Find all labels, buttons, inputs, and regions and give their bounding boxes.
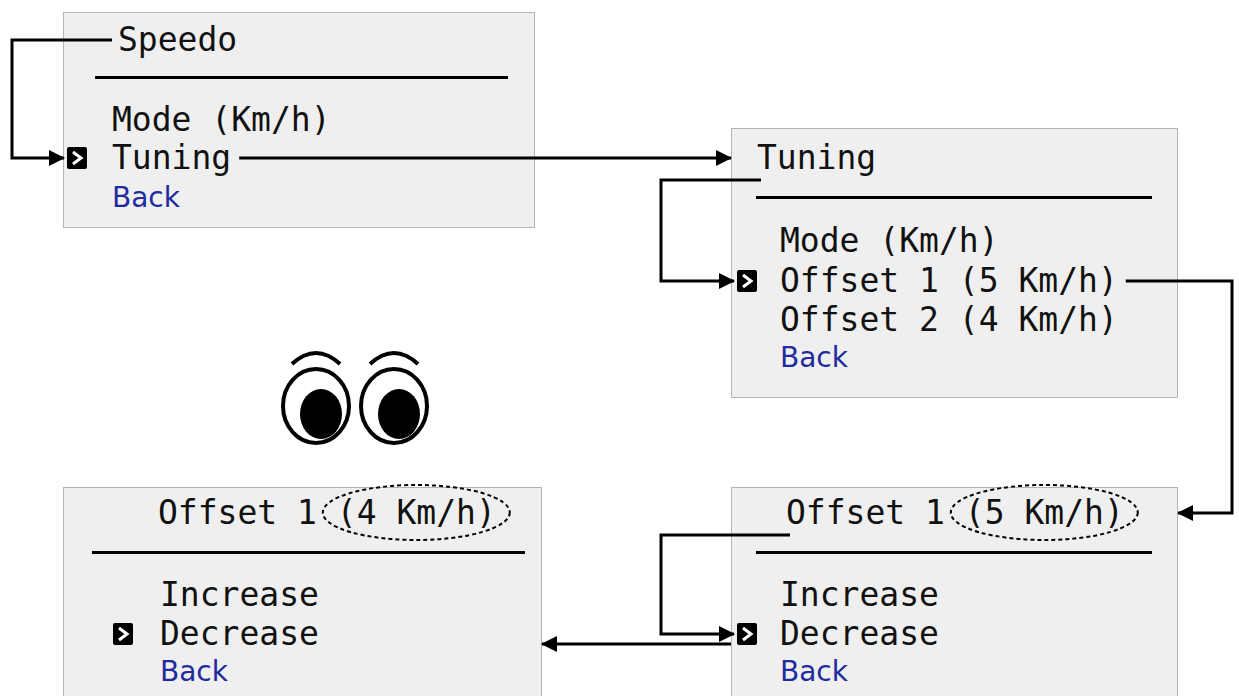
menu-item: Mode (Km/h) [780,223,999,259]
menu-item: Tuning [112,140,231,176]
menu-item: Mode (Km/h) [112,102,331,138]
menu-title: Tuning [757,140,876,176]
menu-screen: Offset 1 (5 Km/h) IncreaseDecreaseBack [731,487,1178,696]
selection-cursor [67,147,87,169]
menu-title: Speedo [118,22,237,58]
menu-item: Offset 2 (4 Km/h) [780,302,1118,338]
selection-loop [12,40,112,158]
menu-title: Offset 1 (4 Km/h) [158,495,496,531]
menu-screen: Offset 1 (4 Km/h) IncreaseDecreaseBack [63,487,542,696]
selection-cursor [113,623,133,645]
menu-item: Offset 1 (5 Km/h) [780,263,1118,299]
menu-connector [1126,281,1232,513]
back-item: Back [112,180,180,216]
back-item: Back [780,654,848,690]
highlight-ring [323,485,510,540]
back-item: Back [160,654,228,690]
separator-line [756,196,1152,199]
menu-item: Increase [160,577,319,613]
menu-connector [239,157,731,160]
menu-screen: TuningMode (Km/h) Offset 1 (5 Km/h)Offset… [731,128,1178,398]
separator-line [95,76,508,79]
menu-item: Decrease [160,616,319,652]
selection-loop [661,180,761,281]
separator-line [92,551,525,554]
highlight-ring [951,485,1138,540]
selection-loop [661,535,790,634]
menu-screen: SpeedoMode (Km/h)TuningBack [63,12,535,228]
back-item: Back [780,340,848,376]
menu-title: Offset 1 (5 Km/h) [786,495,1124,531]
menu-item: Increase [780,577,939,613]
selection-cursor [737,623,757,645]
menu-item: Decrease [780,616,939,652]
selection-cursor [737,270,757,292]
menu-connector [542,643,731,646]
separator-line [756,551,1152,554]
